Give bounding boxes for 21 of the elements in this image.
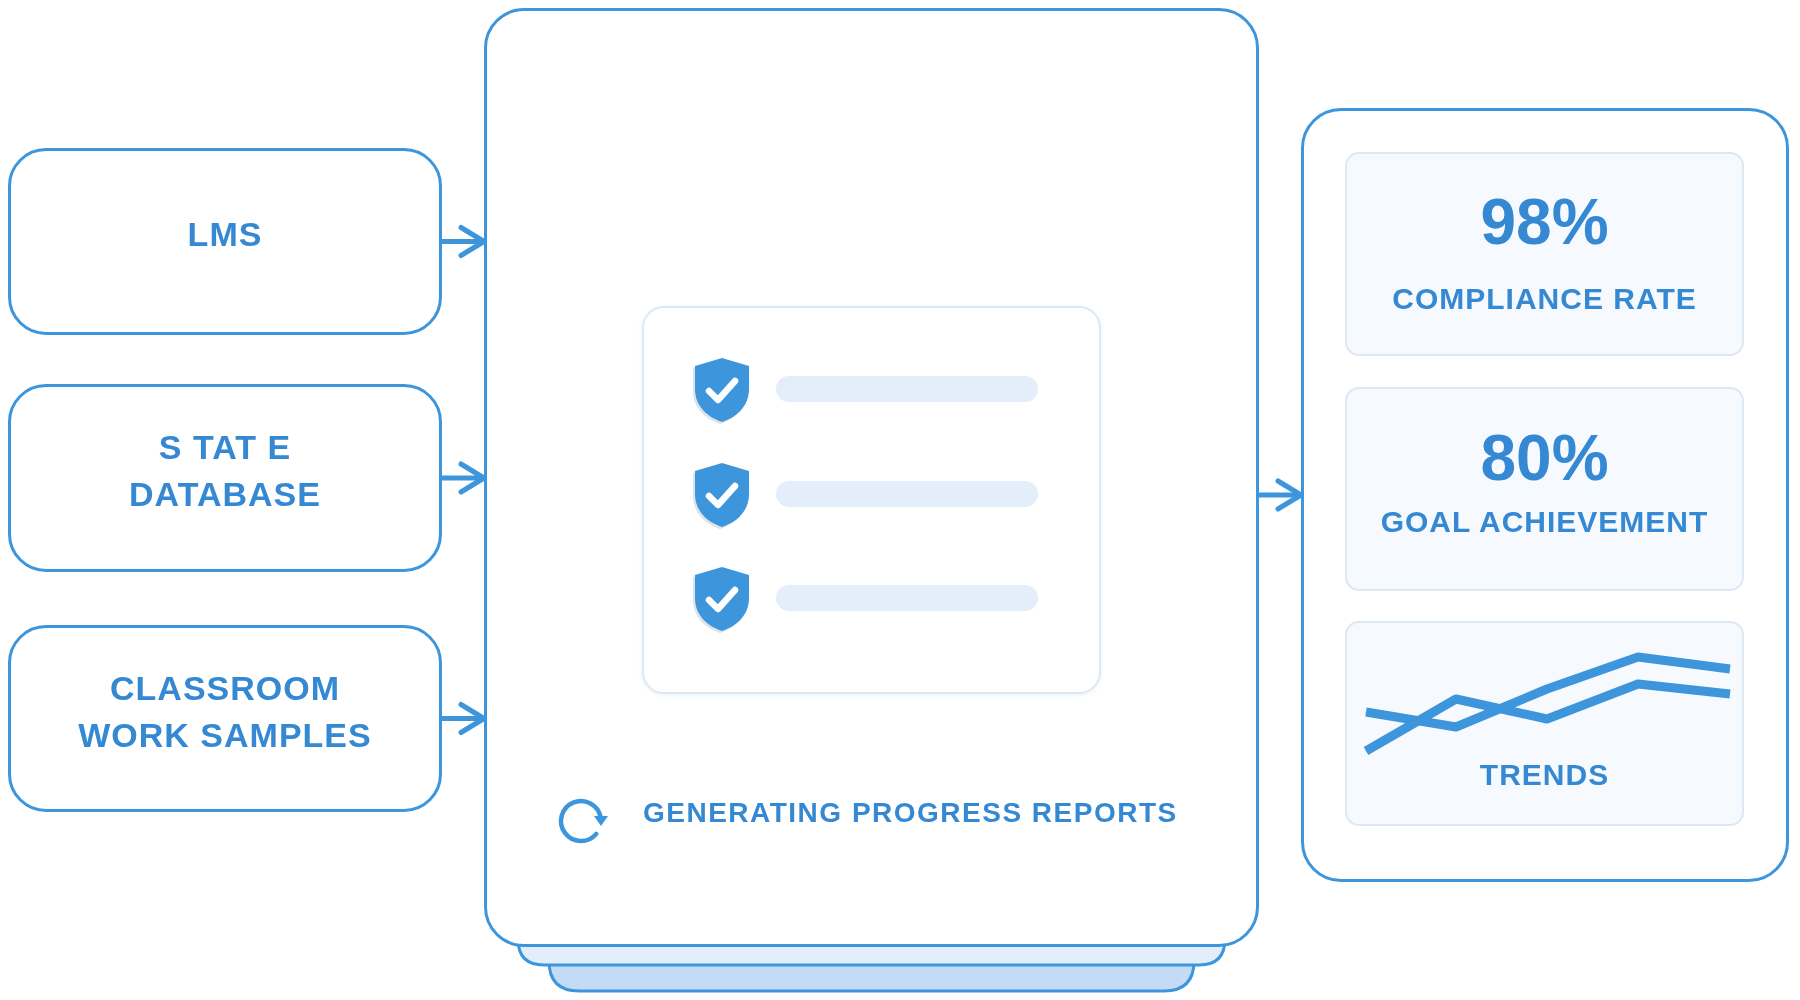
source-box [8, 384, 442, 572]
source-label: CLASSROOM WORK SAMPLES [77, 667, 373, 756]
process-panel [484, 8, 1259, 947]
trend-card [1345, 621, 1744, 826]
arrow [442, 225, 487, 258]
source-box [8, 148, 442, 335]
source-box [8, 625, 442, 812]
stat-label: GOAL ACHIEVEMENT [1380, 503, 1709, 540]
status-text: GENERATING PROGRESS REPORTS [643, 796, 1178, 830]
source-label: S TAT E DATABASE [128, 427, 322, 515]
stat-label: COMPLIANCE RATE [1392, 280, 1697, 317]
output-panel [1301, 108, 1789, 882]
arrow [442, 702, 487, 735]
arrow [442, 461, 487, 495]
chart-label: TRENDS [1479, 756, 1610, 793]
stat-value: 98% [1480, 185, 1609, 258]
source-label: LMS [186, 214, 264, 255]
arrow [1259, 478, 1304, 512]
stat-value: 80% [1480, 421, 1609, 494]
stat-card [1345, 387, 1744, 591]
stat-card [1345, 152, 1744, 356]
